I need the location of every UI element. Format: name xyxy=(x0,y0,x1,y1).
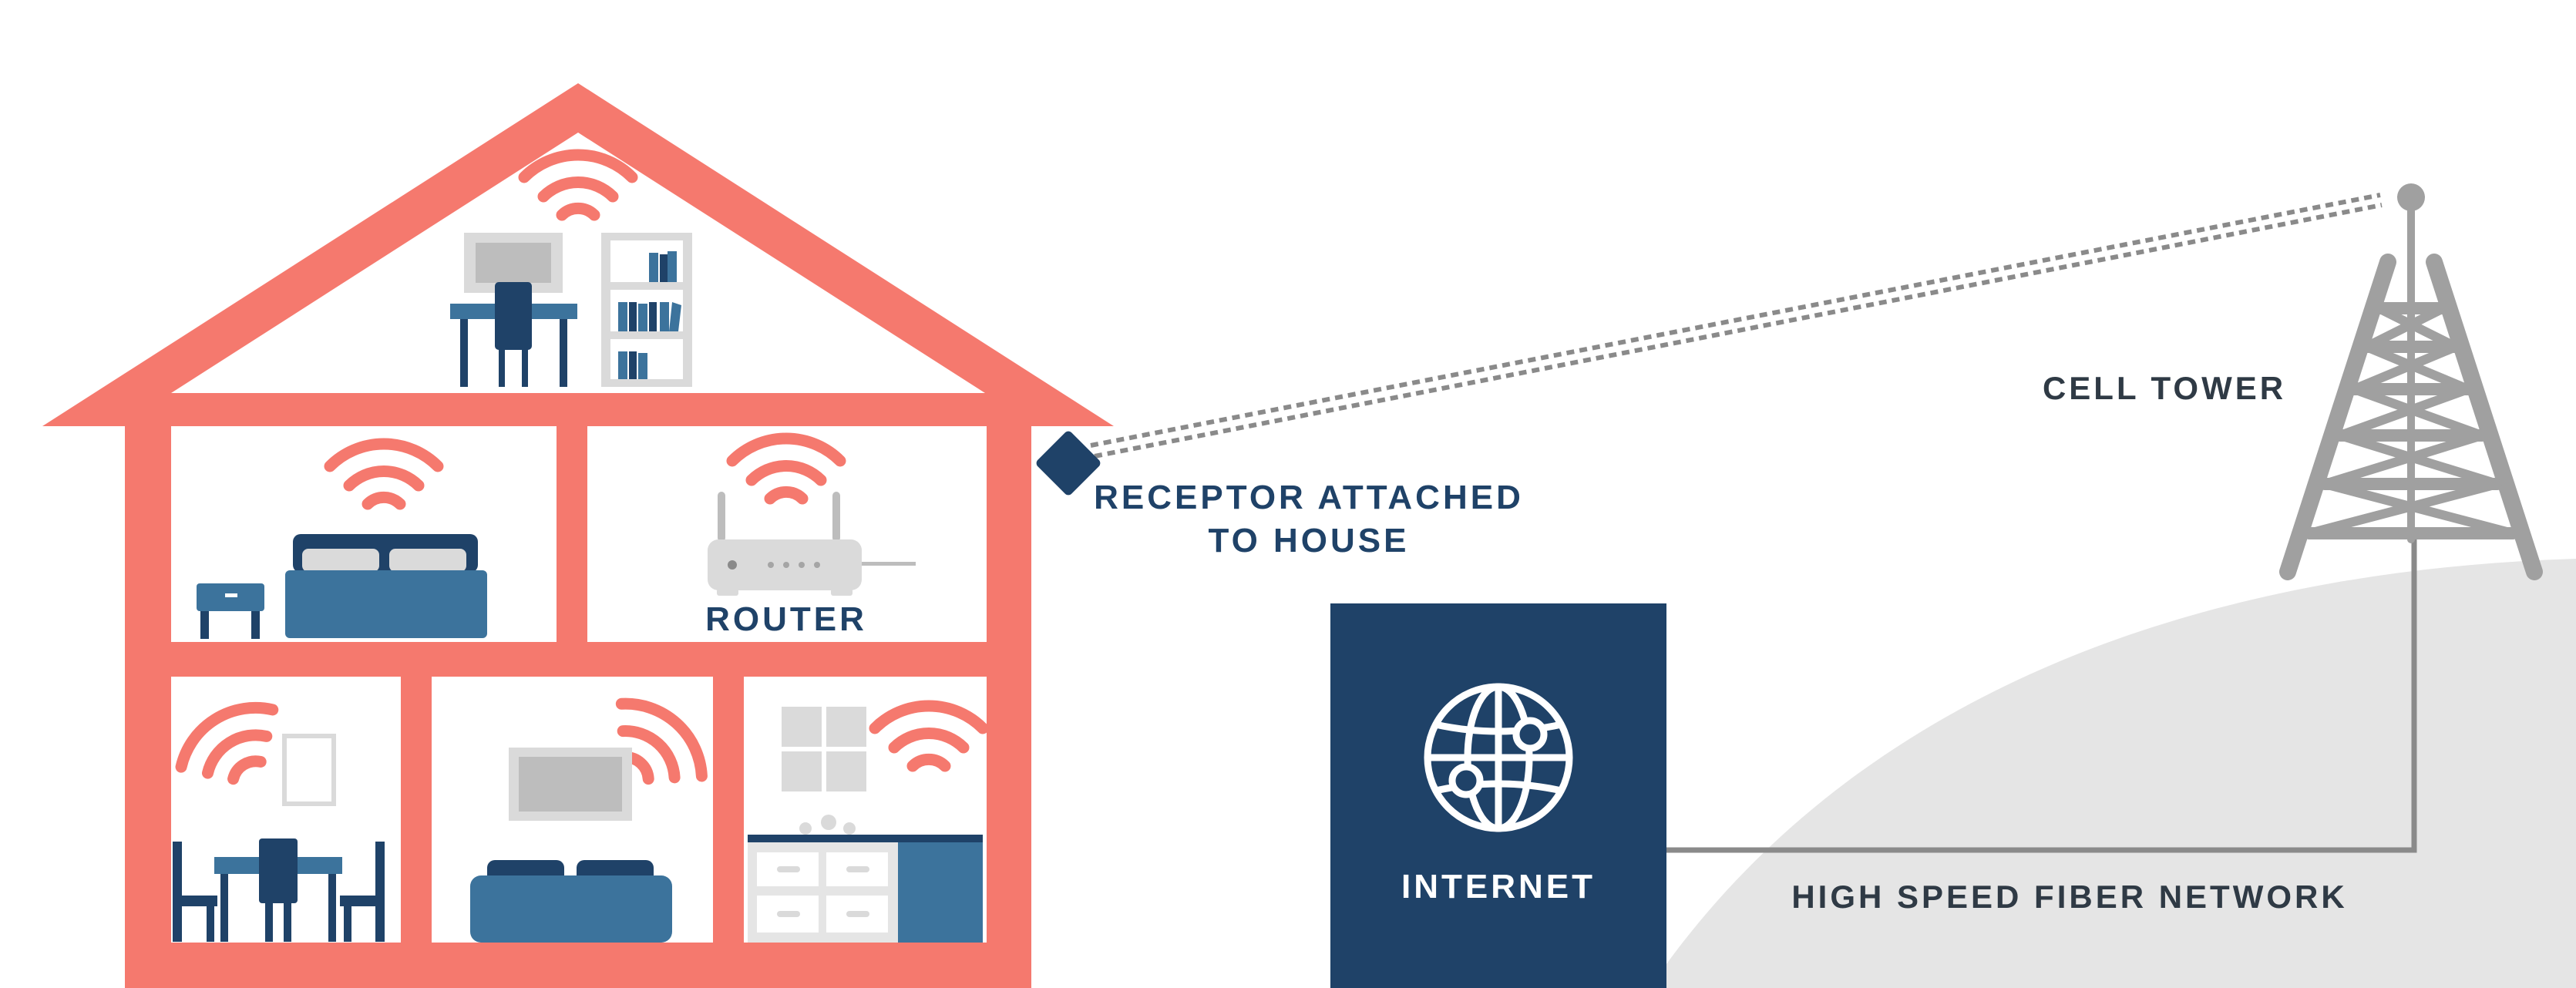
ground-hill xyxy=(1650,559,2576,988)
bed xyxy=(285,570,487,638)
chair xyxy=(495,282,532,350)
dining-furniture xyxy=(170,691,385,942)
kitchen-window xyxy=(782,707,866,791)
bedroom-furniture xyxy=(197,444,487,639)
internet-box: INTERNET xyxy=(1330,603,1666,988)
signal-beam xyxy=(1090,193,2383,459)
router-icon xyxy=(708,492,916,596)
sofa xyxy=(470,875,672,943)
attic-interior xyxy=(171,133,985,393)
living-furniture xyxy=(470,687,717,943)
receptor-label-line1: RECEPTOR ATTACHED xyxy=(1094,479,1524,516)
office-room: ROUTER xyxy=(705,439,916,638)
attic-furniture xyxy=(450,155,692,387)
countertop xyxy=(748,835,983,842)
picture-frame xyxy=(282,734,336,806)
cell-tower-icon xyxy=(2279,183,2543,580)
fiber-label: HIGH SPEED FIBER NETWORK xyxy=(1791,879,2347,915)
globe-icon xyxy=(1424,683,1573,832)
fridge xyxy=(898,842,983,943)
chair-left xyxy=(173,842,182,942)
fiber-cable xyxy=(1666,539,2417,853)
receptor-icon xyxy=(1036,431,1101,496)
internet-label: INTERNET xyxy=(1401,868,1596,906)
receptor-label-line2: TO HOUSE xyxy=(1208,522,1409,560)
cell-tower-label: CELL TOWER xyxy=(2043,370,2286,406)
chair-right xyxy=(375,842,385,942)
router-label: ROUTER xyxy=(705,600,867,638)
kitchen-furniture xyxy=(748,706,983,943)
